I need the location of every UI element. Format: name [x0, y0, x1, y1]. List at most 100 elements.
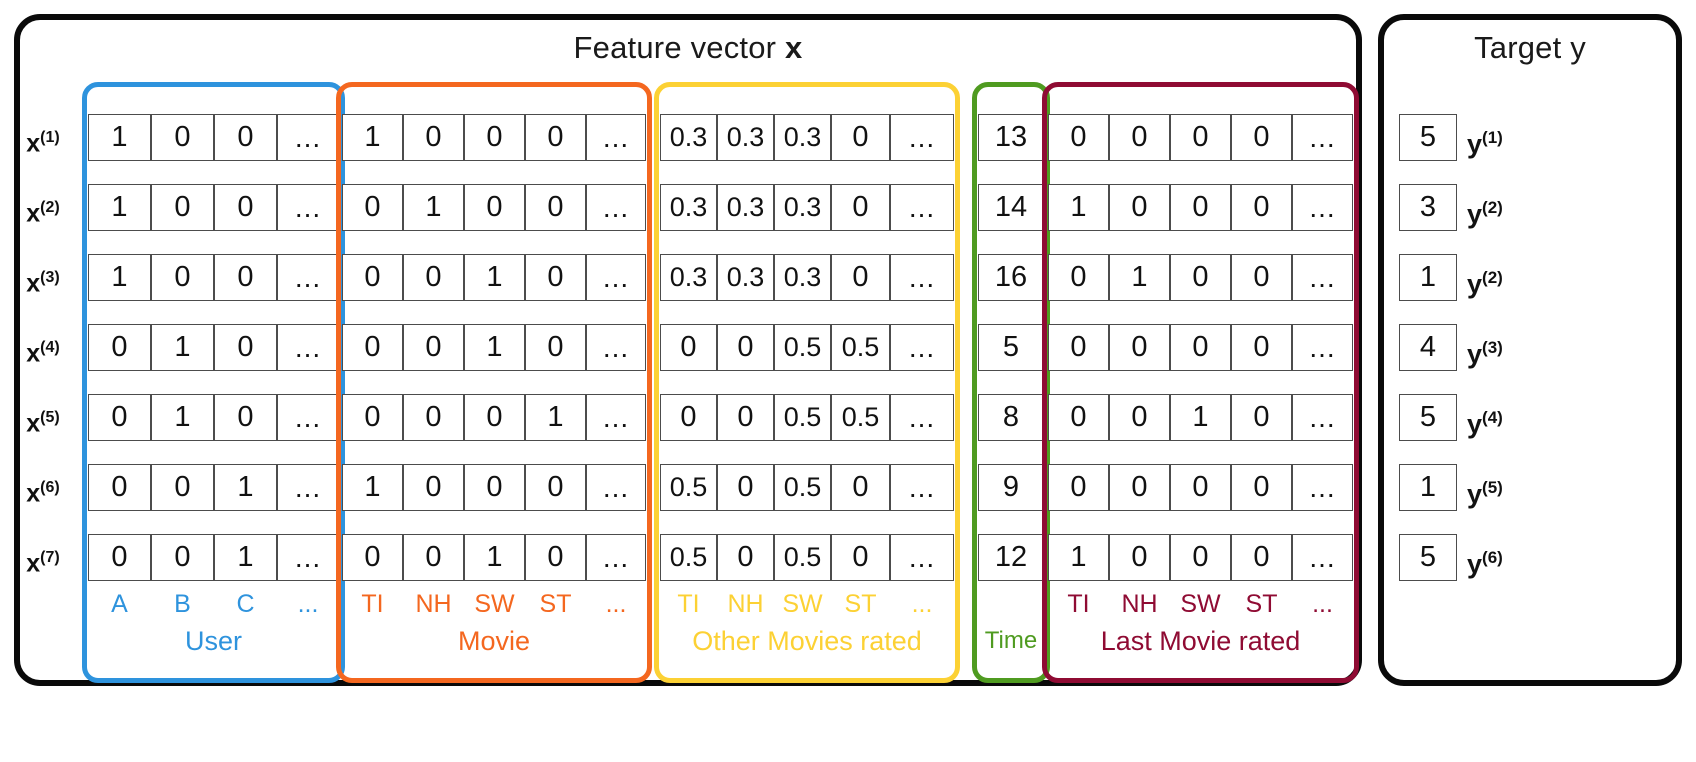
cell-other-movies-rated-r1-c4: 0 [831, 114, 890, 161]
cell-movie-r5-c1: 0 [342, 394, 403, 441]
column-label-other-movies-rated-1: TI [677, 590, 700, 618]
target-label-5: y(4) [1467, 408, 1503, 439]
target-panel [1378, 14, 1682, 686]
cell-movie-r3-c1: 0 [342, 254, 403, 301]
cell-last-movie-rated-r7-c5: ... [1292, 534, 1353, 581]
cell-other-movies-rated-r3-c4: 0 [831, 254, 890, 301]
cell-user-r2-c4: ... [277, 184, 339, 231]
cell-other-movies-rated-r6-c3: 0.5 [774, 464, 831, 511]
cell-movie-r3-c4: 0 [525, 254, 586, 301]
column-label-user-3: C [236, 590, 255, 618]
cell-other-movies-rated-r3-c1: 0.3 [660, 254, 717, 301]
row-label-x5: x(5) [26, 409, 60, 438]
cell-movie-r7-c1: 0 [342, 534, 403, 581]
cell-movie-r6-c5: ... [586, 464, 646, 511]
cell-movie-r1-c2: 0 [403, 114, 464, 161]
cell-time-r7-c1: 12 [978, 534, 1044, 581]
row-label-x7: x(7) [26, 549, 60, 578]
cell-user-r1-c3: 0 [214, 114, 277, 161]
row-label-x4: x(4) [26, 339, 60, 368]
feature-vector-title: Feature vector x [14, 30, 1362, 66]
cell-other-movies-rated-r2-c2: 0.3 [717, 184, 774, 231]
column-label-last-movie-rated-5: ... [1312, 590, 1333, 618]
cell-other-movies-rated-r4-c2: 0 [717, 324, 774, 371]
cell-other-movies-rated-r7-c4: 0 [831, 534, 890, 581]
cell-movie-r6-c4: 0 [525, 464, 586, 511]
cell-other-movies-rated-r7-c3: 0.5 [774, 534, 831, 581]
cell-last-movie-rated-r4-c4: 0 [1231, 324, 1292, 371]
cell-last-movie-rated-r7-c2: 0 [1109, 534, 1170, 581]
cell-other-movies-rated-r1-c1: 0.3 [660, 114, 717, 161]
target-label-4: y(3) [1467, 338, 1503, 369]
cell-user-r3-c4: ... [277, 254, 339, 301]
cell-movie-r2-c3: 0 [464, 184, 525, 231]
cell-movie-r6-c1: 1 [342, 464, 403, 511]
cell-movie-r2-c1: 0 [342, 184, 403, 231]
cell-user-r2-c1: 1 [88, 184, 151, 231]
cell-last-movie-rated-r5-c1: 0 [1048, 394, 1109, 441]
cell-time-r5-c1: 8 [978, 394, 1044, 441]
cell-other-movies-rated-r4-c1: 0 [660, 324, 717, 371]
cell-other-movies-rated-r6-c1: 0.5 [660, 464, 717, 511]
cell-movie-r4-c2: 0 [403, 324, 464, 371]
cell-last-movie-rated-r2-c1: 1 [1048, 184, 1109, 231]
column-label-last-movie-rated-3: SW [1180, 590, 1221, 618]
column-label-other-movies-rated-4: ST [844, 590, 877, 618]
cell-user-r1-c4: ... [277, 114, 339, 161]
cell-user-r4-c2: 1 [151, 324, 214, 371]
column-label-other-movies-rated-3: SW [782, 590, 823, 618]
column-label-movie-3: SW [474, 590, 515, 618]
column-label-movie-5: ... [605, 590, 627, 618]
cell-last-movie-rated-r1-c1: 0 [1048, 114, 1109, 161]
target-label-3: y(2) [1467, 268, 1503, 299]
cell-movie-r1-c3: 0 [464, 114, 525, 161]
cell-other-movies-rated-r4-c4: 0.5 [831, 324, 890, 371]
group-caption-other-movies-rated: Other Movies rated [692, 626, 922, 656]
cell-last-movie-rated-r2-c3: 0 [1170, 184, 1231, 231]
cell-movie-r5-c3: 0 [464, 394, 525, 441]
cell-user-r7-c2: 0 [151, 534, 214, 581]
cell-movie-r5-c2: 0 [403, 394, 464, 441]
cell-movie-r4-c3: 1 [464, 324, 525, 371]
cell-other-movies-rated-r5-c5: ... [890, 394, 954, 441]
column-label-last-movie-rated-1: TI [1067, 590, 1090, 618]
cell-movie-r1-c1: 1 [342, 114, 403, 161]
cell-last-movie-rated-r2-c4: 0 [1231, 184, 1292, 231]
column-label-other-movies-rated-5: ... [911, 590, 933, 618]
column-label-last-movie-rated-2: NH [1121, 590, 1158, 618]
row-label-x3: x(3) [26, 269, 60, 298]
cell-last-movie-rated-r3-c3: 0 [1170, 254, 1231, 301]
column-label-user-1: A [111, 590, 128, 618]
row-label-x1: x(1) [26, 129, 60, 158]
feature-vector-panel [14, 14, 1362, 686]
cell-movie-r5-c4: 1 [525, 394, 586, 441]
cell-other-movies-rated-r5-c2: 0 [717, 394, 774, 441]
column-label-movie-4: ST [539, 590, 572, 618]
cell-other-movies-rated-r3-c3: 0.3 [774, 254, 831, 301]
feature-vector-title-text: Feature vector [573, 30, 786, 65]
cell-user-r3-c2: 0 [151, 254, 214, 301]
column-label-last-movie-rated-4: ST [1245, 590, 1278, 618]
cell-last-movie-rated-r1-c2: 0 [1109, 114, 1170, 161]
cell-movie-r4-c1: 0 [342, 324, 403, 371]
column-label-movie-2: NH [415, 590, 452, 618]
cell-movie-r1-c5: ... [586, 114, 646, 161]
row-label-x6: x(6) [26, 479, 60, 508]
cell-last-movie-rated-r3-c5: ... [1292, 254, 1353, 301]
row-label-x2: x(2) [26, 199, 60, 228]
cell-other-movies-rated-r4-c5: ... [890, 324, 954, 371]
cell-user-r2-c2: 0 [151, 184, 214, 231]
cell-last-movie-rated-r5-c3: 1 [1170, 394, 1231, 441]
cell-movie-r7-c2: 0 [403, 534, 464, 581]
cell-movie-r2-c5: ... [586, 184, 646, 231]
group-caption-user: User [184, 626, 242, 656]
cell-other-movies-rated-r6-c2: 0 [717, 464, 774, 511]
cell-other-movies-rated-r7-c1: 0.5 [660, 534, 717, 581]
cell-user-r6-c4: ... [277, 464, 339, 511]
cell-movie-r2-c2: 1 [403, 184, 464, 231]
cell-last-movie-rated-r4-c2: 0 [1109, 324, 1170, 371]
cell-user-r6-c1: 0 [88, 464, 151, 511]
cell-last-movie-rated-r6-c4: 0 [1231, 464, 1292, 511]
cell-movie-r4-c5: ... [586, 324, 646, 371]
cell-last-movie-rated-r7-c4: 0 [1231, 534, 1292, 581]
